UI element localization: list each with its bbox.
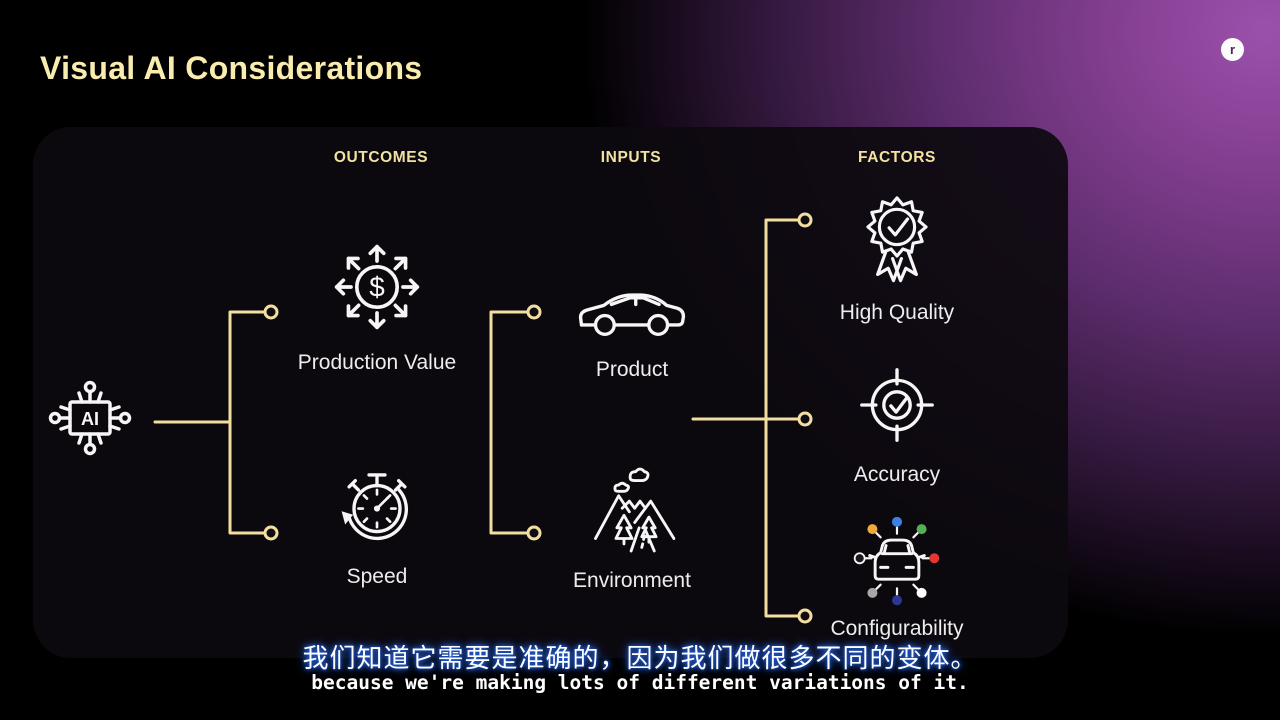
node-label: Product xyxy=(595,358,669,381)
mountain-road-icon xyxy=(594,467,676,553)
subtitle-chinese: 我们知道它需要是准确的，因为我们做很多不同的变体。 xyxy=(302,643,978,673)
money-expand-icon: $ xyxy=(334,244,420,330)
node-product: Product xyxy=(545,276,719,383)
ai-chip-label: AI xyxy=(81,409,99,429)
car-options-icon xyxy=(853,516,940,606)
config-dot-bottom-left xyxy=(867,587,878,598)
column-header-factors: FACTORS xyxy=(858,149,936,166)
stopwatch-icon xyxy=(341,473,409,541)
logo-glyph: r xyxy=(1229,42,1236,57)
page-title: Visual AI Considerations xyxy=(40,50,423,86)
node-label: Production Value xyxy=(297,351,457,374)
node-environment: Environment xyxy=(545,465,719,594)
node-label: Accuracy xyxy=(853,463,941,486)
target-check-icon xyxy=(860,368,934,442)
node-label: Environment xyxy=(573,569,691,592)
subtitle-english: because we're making lots of different v… xyxy=(311,671,969,694)
config-dot-top-left xyxy=(867,524,878,535)
config-dot-bottom xyxy=(891,595,903,606)
node-high-quality: High Quality xyxy=(837,188,957,326)
node-label: Speed xyxy=(346,565,408,588)
ai-root-node: AI xyxy=(36,366,144,475)
column-header-outcomes: OUTCOMES xyxy=(333,149,429,166)
config-dot-top-right xyxy=(916,524,927,535)
node-speed: Speed xyxy=(295,459,459,590)
config-dot-top xyxy=(891,516,903,527)
node-accuracy: Accuracy xyxy=(837,361,957,488)
column-header-inputs: INPUTS xyxy=(600,149,662,166)
ai-chip-icon: AI xyxy=(48,380,132,456)
dollar-glyph: $ xyxy=(369,272,385,303)
node-production-value: $ Production Value xyxy=(295,237,459,376)
config-dot-right xyxy=(929,553,940,564)
node-label: Configurability xyxy=(830,617,964,640)
config-dot-left xyxy=(853,552,866,565)
award-ribbon-icon xyxy=(866,196,928,283)
config-dot-bottom-right xyxy=(916,587,927,598)
node-configurability: Configurability xyxy=(815,510,979,642)
channel-logo-icon: r xyxy=(1221,38,1244,61)
car-side-icon xyxy=(578,293,686,337)
node-label: High Quality xyxy=(839,301,955,324)
